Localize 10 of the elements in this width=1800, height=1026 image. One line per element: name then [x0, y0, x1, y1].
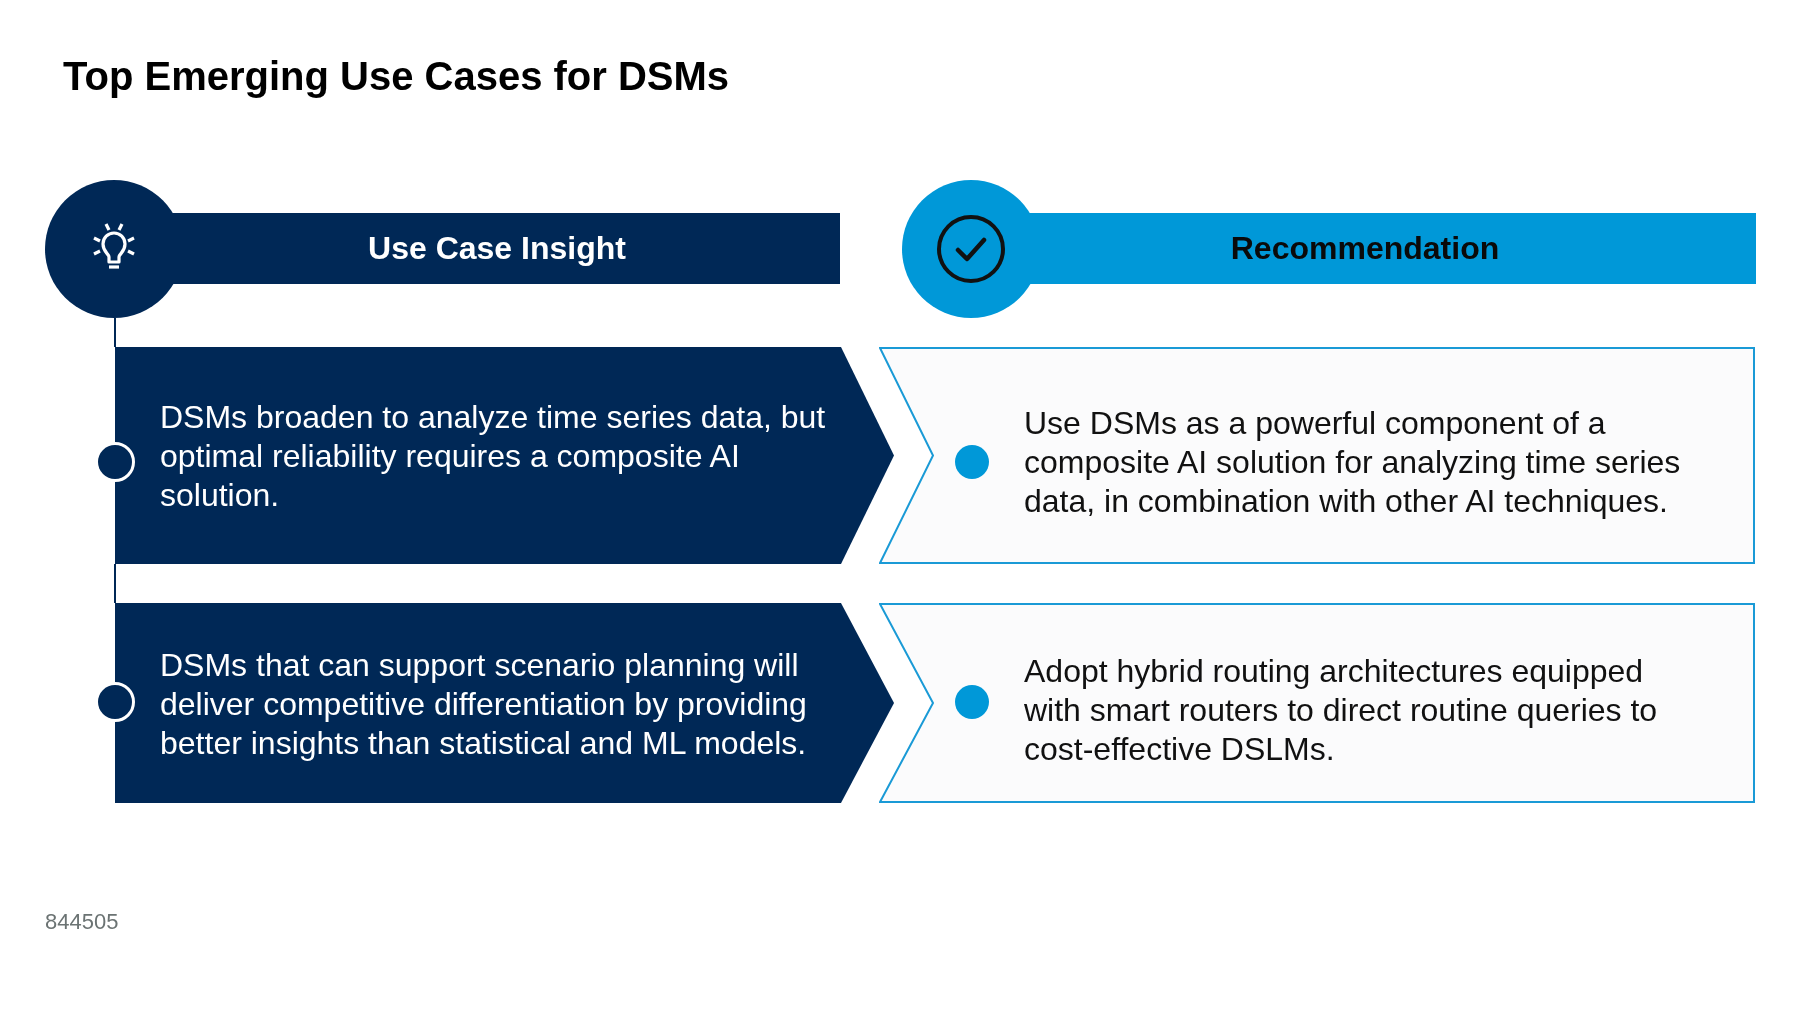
timeline-connector	[114, 317, 116, 348]
header-title: Recommendation	[1230, 229, 1500, 267]
insight-text: DSMs that can support scenario planning will deliver competitive differentiation by providing better insights than statistical and ML models.	[160, 645, 808, 763]
insight-text: DSMs broaden to analyze time series data, but optimal reliability requires a composite AI solution.	[160, 398, 827, 515]
header-title: Use Case Insight	[368, 229, 626, 267]
recommendation-text: Use DSMs as a powerful component of a composite AI solution for analyzing time series data, in combination with other AI techniques.	[1024, 404, 1682, 521]
timeline-connector	[114, 563, 116, 604]
recommendation-text: Adopt hybrid routing architectures equipped with smart routers to direct routine queries to cost-effective DSLMs.	[1024, 651, 1659, 769]
figure-number: 844505	[45, 908, 119, 936]
title: Top Emerging Use Cases for DSMs	[63, 53, 730, 100]
